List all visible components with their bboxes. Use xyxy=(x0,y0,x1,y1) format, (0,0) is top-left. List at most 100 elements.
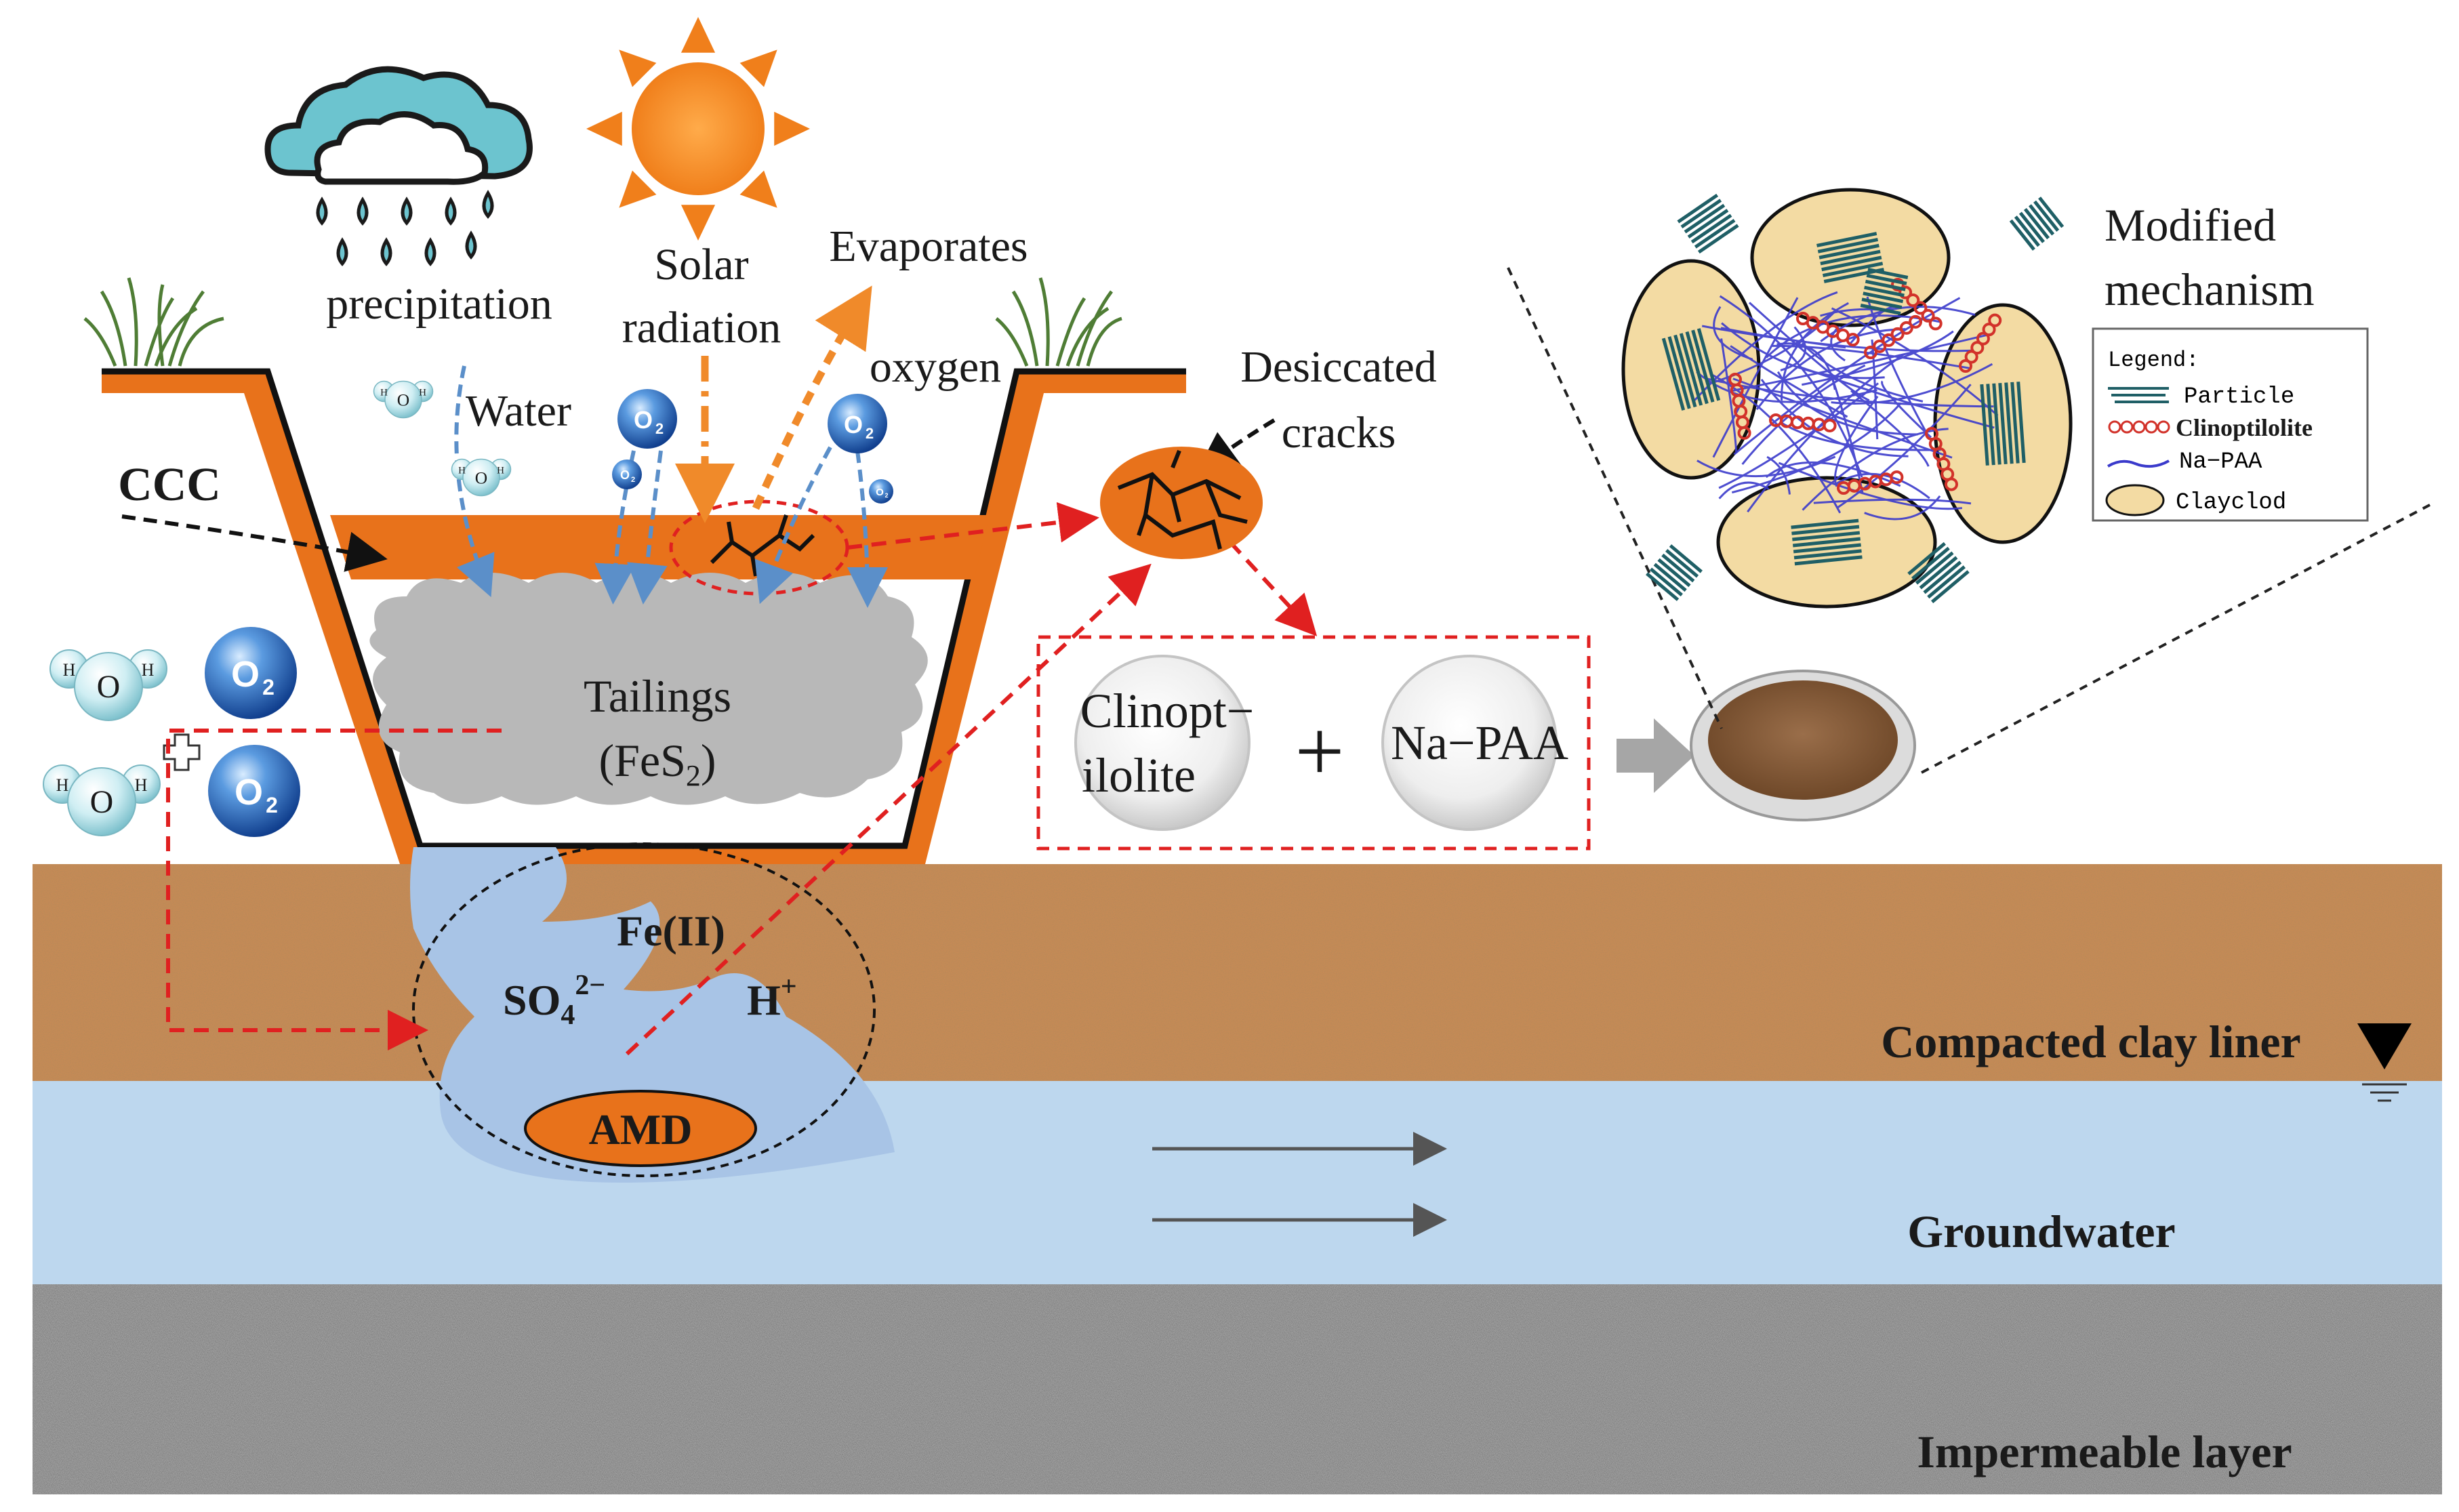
particle-plate xyxy=(1649,567,1683,597)
fe-ii-label: Fe(II) xyxy=(617,907,725,955)
cracks-label: cracks xyxy=(1282,408,1396,457)
particle-plate xyxy=(2023,207,2050,240)
svg-text:O: O xyxy=(475,468,487,488)
sun-ray xyxy=(774,111,810,146)
desiccated-label: Desiccated xyxy=(1240,342,1437,392)
particle-plate xyxy=(1864,285,1905,298)
na-paa-strand xyxy=(1864,495,1941,520)
h-plus-label: H+ xyxy=(747,971,797,1024)
svg-text:O: O xyxy=(876,487,884,498)
legend-clinoptilolite-icon xyxy=(2108,420,2170,434)
clinoptilolite-bead xyxy=(1921,308,1935,323)
particle-plate xyxy=(1791,525,1860,535)
particle-plate xyxy=(1867,268,1909,279)
rain-cloud-icon xyxy=(264,66,533,266)
svg-text:O: O xyxy=(620,468,630,482)
ccc-arrow xyxy=(121,514,388,572)
svg-text:H: H xyxy=(458,466,466,476)
grass-right-icon xyxy=(995,277,1122,367)
svg-text:H: H xyxy=(63,660,76,680)
na-paa-label: Na−PAA xyxy=(1391,716,1568,770)
impermeable-layer-label: Impermeable layer xyxy=(1917,1426,2292,1477)
svg-text:O: O xyxy=(97,669,121,705)
clinoptilolite-bead xyxy=(1823,418,1837,432)
svg-text:O: O xyxy=(397,390,409,410)
tailings-cloud xyxy=(369,573,928,805)
clinoptilolite-bead xyxy=(1913,301,1928,315)
na-paa-strand xyxy=(1693,291,1838,401)
svg-text:H: H xyxy=(56,775,69,795)
na-paa-strand xyxy=(1720,327,1846,349)
na-paa-strand xyxy=(1780,326,1806,371)
modified-label: Modified xyxy=(2105,199,2276,251)
ccc-cover-band xyxy=(330,515,990,579)
sun-ray xyxy=(739,170,777,208)
particle-plate xyxy=(2033,200,2060,232)
svg-text:H: H xyxy=(135,775,148,795)
h2o-molecule-icon: O H H xyxy=(43,764,161,836)
materials-box xyxy=(1036,635,1591,851)
na-paa-strand xyxy=(1721,322,1885,380)
particle-plate xyxy=(1907,542,1946,575)
na-paa-strand xyxy=(1718,481,1770,499)
particle-plate xyxy=(1694,219,1736,249)
amd-badge xyxy=(524,1090,757,1167)
particle-plate xyxy=(1931,570,1970,604)
na-paa-strand xyxy=(1732,377,1953,459)
product-arrow xyxy=(1617,718,1694,793)
svg-text:H: H xyxy=(419,388,426,399)
modified-clay-sample-icon xyxy=(1690,670,1916,821)
crack-to-sample-arrow xyxy=(847,502,1099,550)
particle-plate xyxy=(1863,291,1904,304)
particle-plate xyxy=(1680,199,1722,228)
o2-molecule-icon: O 2 xyxy=(205,627,297,719)
groundwater-label: Groundwater xyxy=(1907,1206,2175,1257)
clinoptilolite-bead xyxy=(1898,285,1913,300)
legend-na-paa-icon xyxy=(2107,459,2170,468)
particle-plate xyxy=(1866,273,1907,285)
na-paa-dish-icon xyxy=(1381,655,1558,831)
grass-left-icon xyxy=(83,277,224,367)
clinoptilolite-bead xyxy=(1737,426,1751,440)
particle-plate xyxy=(1923,560,1962,594)
sun-ray xyxy=(739,49,777,87)
particle-plate xyxy=(1684,203,1726,234)
legend-na-paa-label: Na−PAA xyxy=(2179,449,2262,475)
na-paa-strand xyxy=(1741,364,1866,465)
clinoptilolite-bead xyxy=(1890,327,1905,341)
na-paa-strand xyxy=(1730,345,1848,418)
water-arrow-1 xyxy=(454,365,495,598)
oxygen-arrow-3 xyxy=(754,446,832,605)
na-paa-strand xyxy=(1780,421,1941,451)
particle-plate xyxy=(2004,382,2014,464)
particle-plate xyxy=(2014,216,2040,247)
na-paa-strand xyxy=(1701,325,1974,352)
particle-plate xyxy=(1865,279,1906,291)
o2-molecule-icon: O 2 xyxy=(612,459,642,489)
particle-plate xyxy=(1911,546,1950,580)
svg-text:2: 2 xyxy=(266,793,278,817)
particle-plate xyxy=(1653,563,1687,592)
na-paa-strand xyxy=(1830,325,1846,362)
na-paa-strand xyxy=(1866,296,1929,436)
particle-plate xyxy=(1793,543,1861,554)
oxygen-arrow-4 xyxy=(847,450,888,608)
legend-particle-label: Particle xyxy=(2184,384,2294,410)
particle-plate xyxy=(1927,565,1966,599)
particle-plate xyxy=(2018,211,2046,243)
particle-plate xyxy=(1816,232,1877,247)
particle-plate xyxy=(1998,382,2008,465)
particle-plate xyxy=(1817,237,1879,253)
o2-molecule-icon: O 2 xyxy=(828,394,887,453)
na-paa-strand xyxy=(1720,338,1738,453)
particle-plate xyxy=(1986,384,1995,466)
clinoptilolite-bead xyxy=(1890,470,1904,485)
na-paa-strand xyxy=(1834,472,1930,499)
particle-plate xyxy=(1667,336,1691,409)
particle-plate xyxy=(1696,328,1721,401)
clinoptilolite-bead xyxy=(1988,313,2002,327)
particle-plate xyxy=(1793,549,1862,560)
ccc-label: CCC xyxy=(118,459,221,511)
